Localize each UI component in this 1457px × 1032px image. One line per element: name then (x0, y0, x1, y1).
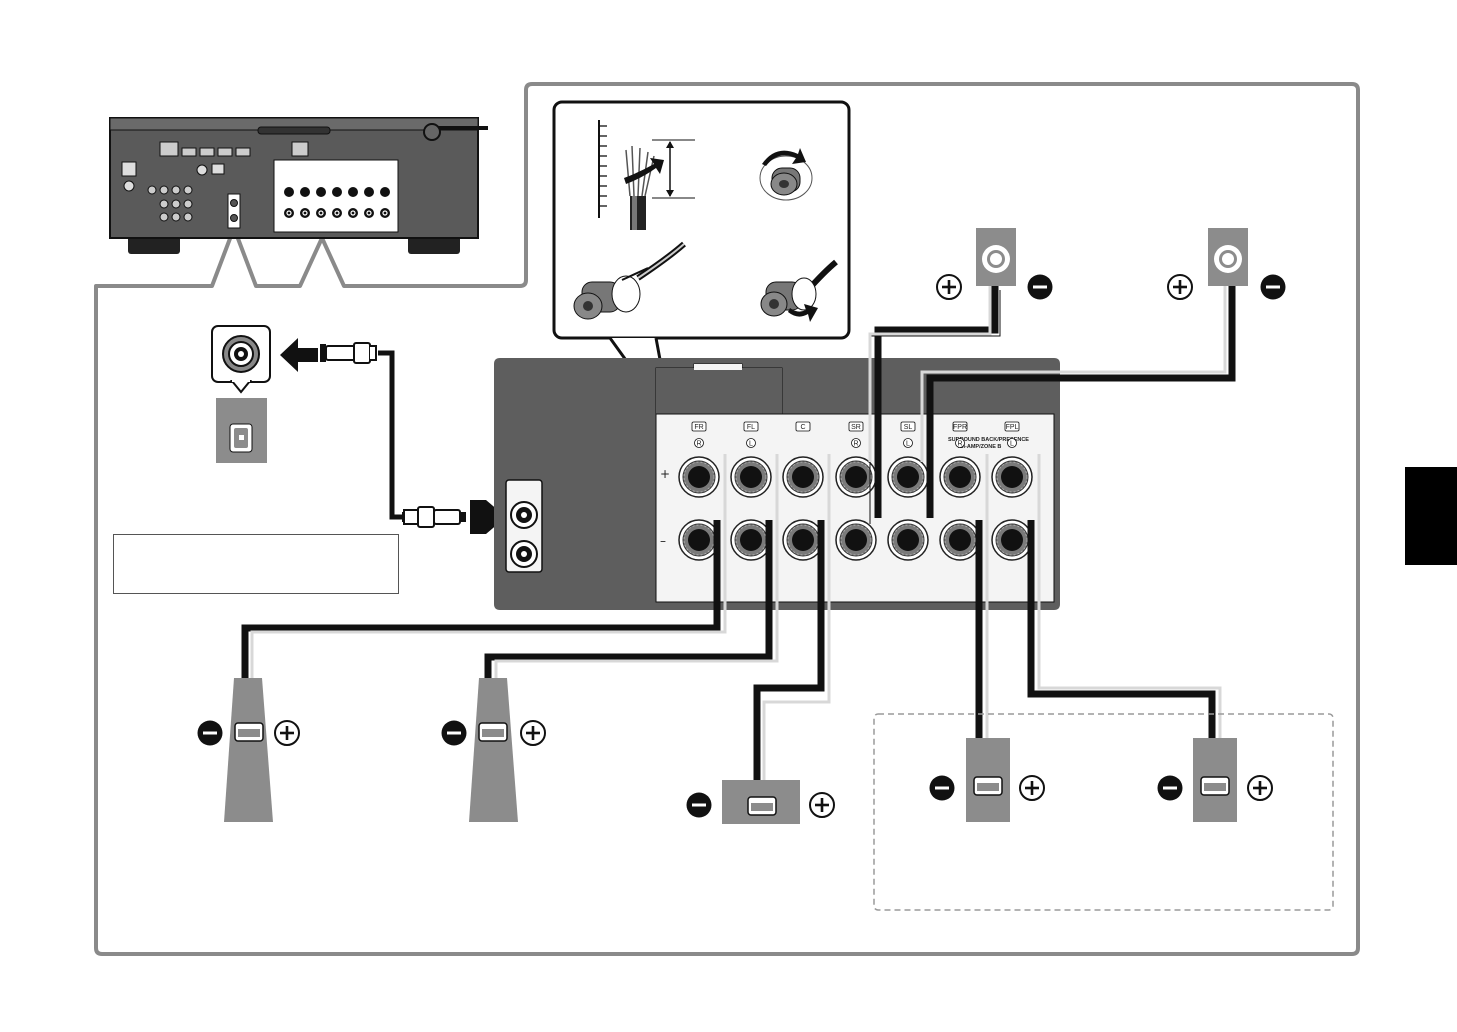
plus-circle-icon (1168, 275, 1192, 299)
terminal-label: FPR (953, 424, 967, 431)
subwoofer-speaker (212, 326, 506, 534)
binding-post-icon (940, 457, 980, 497)
minus-circle-icon (1028, 275, 1053, 300)
arrow-icon (280, 338, 318, 372)
binding-post-icon (679, 520, 719, 560)
binding-post-icon (888, 520, 928, 560)
terminal-label: SR (851, 424, 861, 431)
receiver-rear-view (110, 118, 488, 254)
minus-label: – (660, 534, 666, 548)
channel-side-label: L (906, 441, 910, 448)
minus-circle-icon (1261, 275, 1286, 300)
surround-left-speaker (1168, 228, 1286, 300)
presence-right-speaker (930, 738, 1045, 822)
binding-post-icon (783, 457, 823, 497)
plus-label: + (660, 467, 670, 481)
optional-speakers-area (874, 714, 1333, 910)
channel-side-label: L (1010, 441, 1014, 448)
binding-post-icon (888, 457, 928, 497)
presence-left-speaker (1158, 738, 1273, 822)
front-left-speaker (442, 678, 546, 822)
binding-post-icon (783, 520, 823, 560)
binding-post-icon (731, 457, 771, 497)
front-right-speaker (198, 678, 300, 822)
minus-circle-icon (930, 776, 955, 801)
plus-circle-icon (521, 721, 545, 745)
plus-circle-icon (810, 793, 834, 817)
channel-side-label: L (749, 441, 753, 448)
terminal-label: SL (904, 424, 913, 431)
binding-post-icon (731, 520, 771, 560)
plus-circle-icon (1020, 776, 1044, 800)
terminal-label: FR (694, 424, 703, 431)
plus-circle-icon (937, 275, 961, 299)
binding-post-icon (992, 457, 1032, 497)
channel-side-label: R (696, 441, 701, 448)
minus-circle-icon (442, 721, 467, 746)
plus-circle-icon (1248, 776, 1272, 800)
binding-post-icon (940, 520, 980, 560)
binding-post-icon (992, 520, 1032, 560)
terminal-label: FL (747, 424, 755, 431)
channel-side-label: R (957, 441, 962, 448)
minus-circle-icon (1158, 776, 1183, 801)
minus-circle-icon (687, 793, 712, 818)
plus-circle-icon (275, 721, 299, 745)
center-speaker (687, 780, 835, 824)
binding-post-icon (679, 457, 719, 497)
terminal-label: FPL (1006, 424, 1019, 431)
binding-post-icon (836, 520, 876, 560)
channel-side-label: R (853, 441, 858, 448)
minus-circle-icon (198, 721, 223, 746)
terminal-label: C (800, 424, 805, 431)
